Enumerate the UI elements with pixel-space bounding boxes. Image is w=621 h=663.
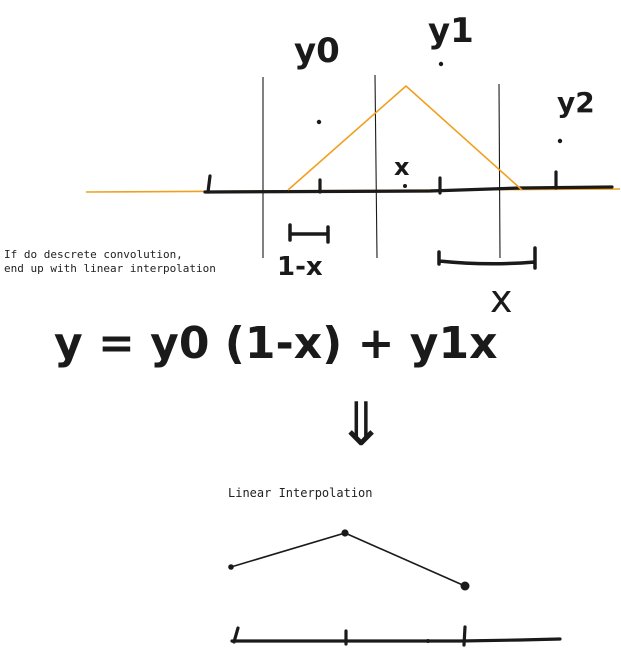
- note-line-1: If do descrete convolution,: [4, 248, 183, 261]
- triangle-kernel: [287, 85, 523, 191]
- note-line-2: end up with linear interpolation: [4, 262, 216, 275]
- label-y2: y2: [557, 86, 595, 119]
- top-axis-line: [203, 185, 614, 194]
- separator-line-3: [498, 83, 501, 259]
- bottom-title: Linear Interpolation: [228, 486, 373, 500]
- interp-point-2: [341, 529, 349, 537]
- bottom-axis-dot: [426, 639, 430, 643]
- bottom-tick-3: [462, 625, 467, 647]
- sample-point-y0: [316, 119, 322, 125]
- label-x-center: x: [394, 153, 410, 181]
- label-x-right: x: [490, 277, 513, 321]
- separator-line-2: [374, 74, 378, 259]
- double-down-arrow-icon: ⇓: [336, 390, 386, 460]
- interp-point-1: [228, 564, 234, 570]
- sample-point-y1: [438, 61, 444, 67]
- top-tick-1: [206, 174, 212, 194]
- label-one-minus-x: 1-x: [277, 252, 323, 282]
- formula: y = y0 (1-x) + y1x: [54, 318, 497, 369]
- sample-point-y2: [557, 138, 563, 144]
- label-y0: y0: [294, 31, 340, 71]
- bracket-x: [437, 246, 537, 270]
- interpolation-line: [230, 532, 466, 587]
- sample-point-x: [403, 184, 407, 188]
- bottom-axis-line: [230, 637, 562, 643]
- bracket-one-minus-x: [288, 223, 330, 244]
- interp-point-3: [460, 581, 470, 591]
- bottom-tick-1: [232, 626, 240, 644]
- label-y1: y1: [428, 11, 474, 51]
